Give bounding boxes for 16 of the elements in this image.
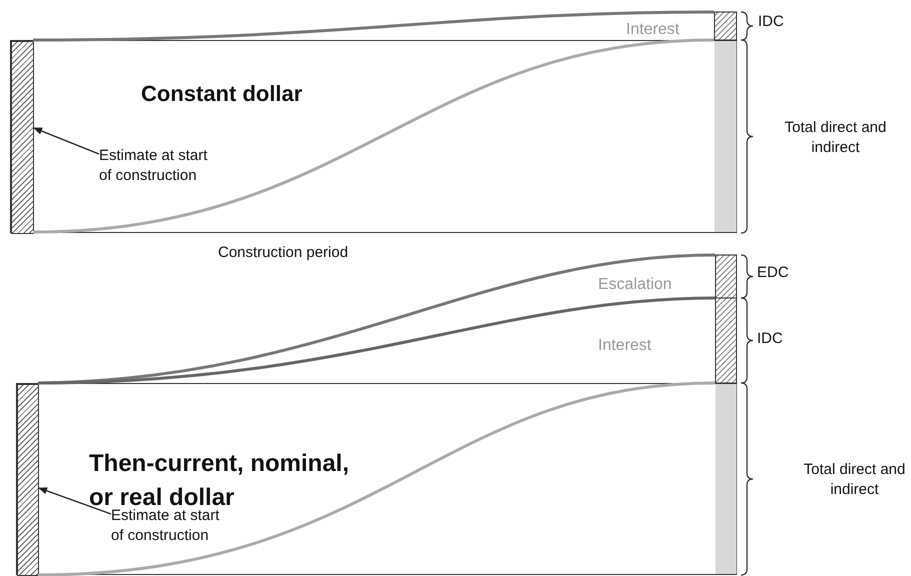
text-label: Interest	[626, 20, 680, 40]
text-label: Construction period	[218, 243, 350, 262]
leader-arrow	[33, 127, 100, 155]
text-label: Escalation	[598, 275, 673, 295]
text-label: Total direct and indirect	[784, 118, 888, 157]
hatched-bar	[11, 41, 34, 234]
annotation-text: Estimate at start of construction	[111, 506, 235, 550]
text-label: IDC	[758, 12, 785, 32]
text-label: Interest	[598, 336, 652, 356]
text-label: IDC	[757, 329, 784, 348]
hatched-bar	[17, 384, 39, 576]
text-label: Total direct and indirect	[802, 460, 906, 499]
annotation-text: Estimate at start of construction	[99, 146, 223, 190]
leader-arrow	[38, 487, 112, 515]
text-label: EDC	[757, 263, 790, 282]
panel-title: Constant dollar	[141, 80, 304, 108]
